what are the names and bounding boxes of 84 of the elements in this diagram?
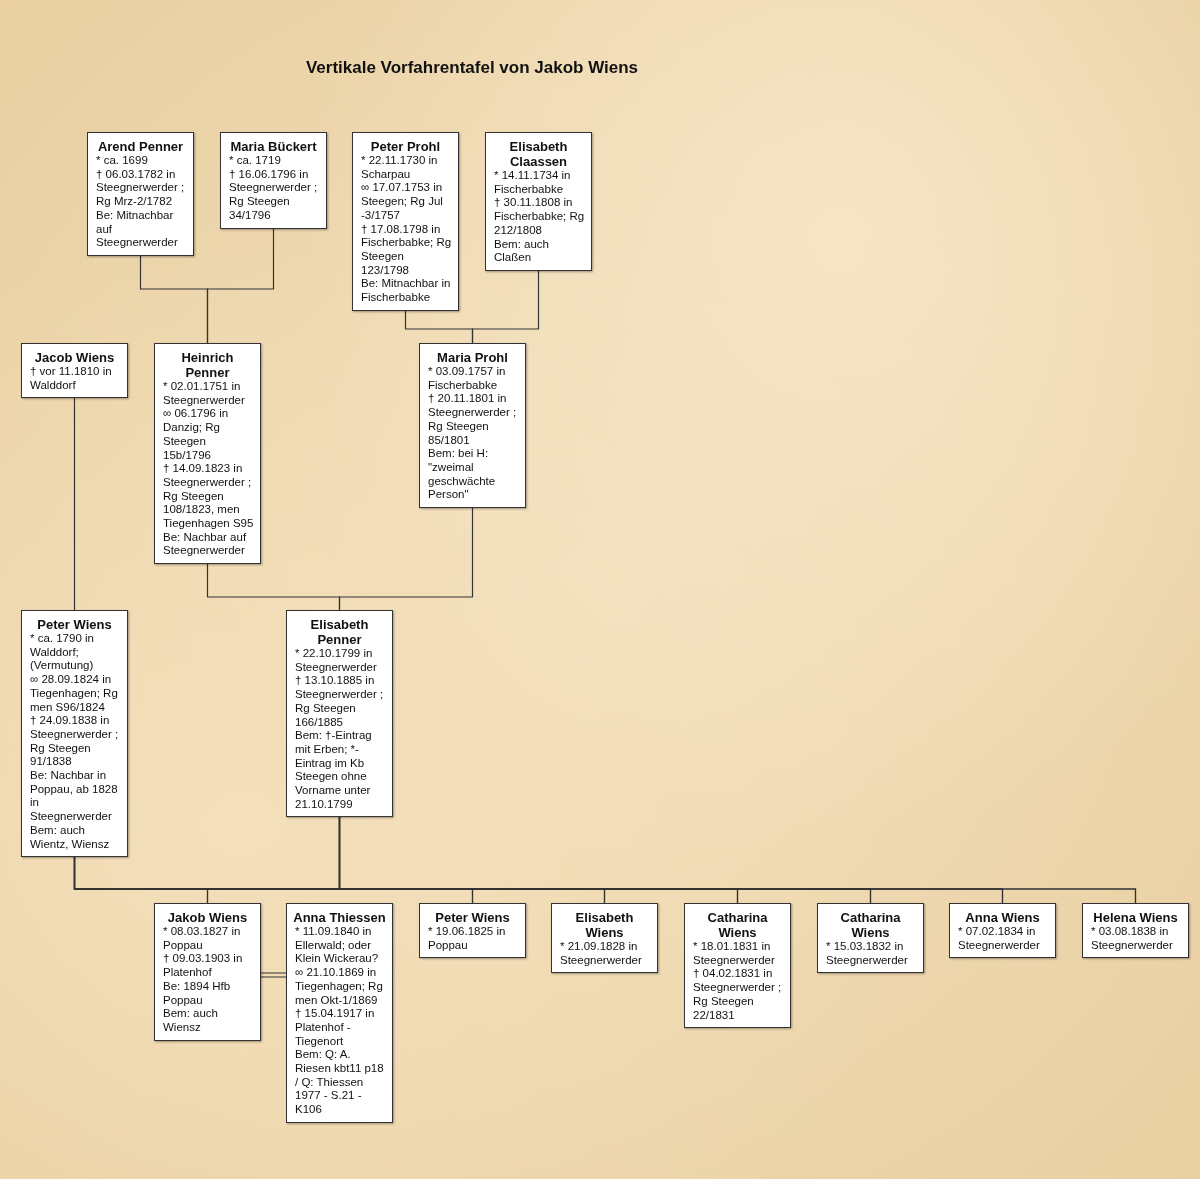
person-name: Jakob Wiens xyxy=(166,910,249,925)
person-card xyxy=(551,903,658,974)
life-event-text: † 06.03.1782 in Steegnerwerder ; Rg Mrz-2/1782 xyxy=(96,167,186,209)
person-name: Helena Wiens xyxy=(1092,910,1179,925)
life-event-text: * 03.09.1757 in Fischerbabke xyxy=(428,365,507,393)
life-event-text: * 11.09.1840 in Ellerwald; oder Klein Wickerau? xyxy=(295,925,380,967)
life-event-text: Bem: auch Wientz, Wiensz xyxy=(30,823,111,852)
person-name: Catharina Wiens xyxy=(839,910,902,940)
person-card xyxy=(419,343,526,509)
person-card xyxy=(817,903,924,974)
life-event-text: Be: Mitnachbar in Fischerbabke xyxy=(361,277,452,305)
person-card xyxy=(154,903,261,1041)
person-name: Anna Thiessen xyxy=(292,910,387,925)
life-event-text: * 22.11.1730 in Scharpau xyxy=(361,154,439,182)
marriage-line xyxy=(260,972,287,978)
life-event-text: † 09.03.1903 in Platenhof xyxy=(163,952,244,980)
person-name: Peter Wiens xyxy=(36,617,113,632)
life-event-text: ∞ 21.10.1869 in Tiegenhagen; Rg men Okt-1/1869 xyxy=(295,966,384,1008)
life-event-text: † 16.06.1796 in Steegnerwerder ; Rg Steegen 34/1796 xyxy=(229,167,319,223)
person-card xyxy=(419,903,526,959)
life-event-text: ∞ 06.1796 in Danzig; Rg Steegen 15b/1796 xyxy=(163,407,230,463)
person-name: Peter Wiens xyxy=(434,910,511,925)
life-event-text: Bem: auch Claßen xyxy=(494,237,550,265)
life-event-text: † 24.09.1838 in Steegnerwerder ; Rg Steegen 91/1838 xyxy=(30,714,120,770)
life-event-text: * 22.10.1799 in Steegnerwerder xyxy=(295,647,378,675)
descent-line xyxy=(338,507,474,611)
person-card xyxy=(87,132,194,256)
life-event-text: † 15.04.1917 in Platenhof - Tiegenort xyxy=(295,1007,376,1049)
life-event-text: † 30.11.1808 in Fischerbabke; Rg 212/1808 xyxy=(494,196,586,238)
life-event-text: Be: 1894 Hfb Poppau xyxy=(163,979,232,1008)
person-name: Maria Bückert xyxy=(229,139,318,154)
life-event-text: * 08.03.1827 in Poppau xyxy=(163,925,242,953)
life-event-text: * 18.01.1831 in Steegnerwerder xyxy=(693,940,776,968)
person-card xyxy=(352,132,459,311)
life-event-text: * 15.03.1832 in Steegnerwerder xyxy=(826,940,909,968)
life-event-text: † 14.09.1823 in Steegnerwerder ; Rg Steegen 108/1823, men Tiegenhagen S95 xyxy=(163,462,255,531)
life-event-text: † 17.08.1798 in Fischerbabke; Rg Steegen 123/1798 xyxy=(361,222,453,278)
life-event-text: Bem: auch Wiensz xyxy=(163,1007,219,1035)
person-card xyxy=(1082,903,1189,959)
life-event-text: * ca. 1719 xyxy=(229,154,282,168)
life-event-text: Be: Nachbar auf Steegnerwerder xyxy=(163,530,248,559)
person-card xyxy=(949,903,1056,959)
life-event-text: † 20.11.1801 in Steegnerwerder ; Rg Steegen 85/1801 xyxy=(428,392,518,448)
life-event-text: Bem: †-Eintrag mit Erben; *-Eintrag im Kb Steegen ohne Vorname unter 21.10.1799 xyxy=(295,729,373,812)
life-event-text: * 07.02.1834 in Steegnerwerder xyxy=(958,925,1041,953)
chart-title: Vertikale Vorfahrentafel von Jakob Wiens xyxy=(304,58,640,78)
person-card xyxy=(286,610,393,818)
person-card xyxy=(21,610,128,858)
life-event-text: † vor 11.1810 in Walddorf xyxy=(30,365,113,393)
person-card xyxy=(485,132,592,271)
life-event-text: * 03.08.1838 in Steegnerwerder xyxy=(1091,925,1174,953)
person-name: Arend Penner xyxy=(96,139,185,154)
descent-line xyxy=(471,270,540,344)
descent-line xyxy=(73,397,76,611)
life-event-text: Be: Mitnachbar auf Steegnerwerder xyxy=(96,208,179,250)
life-event-text: ∞ 28.09.1824 in Tiegenhagen; Rg men S96/1824 xyxy=(30,673,119,715)
person-card xyxy=(21,343,128,399)
life-event-text: † 13.10.1885 in Steegnerwerder ; Rg Steegen 166/1885 xyxy=(295,674,385,730)
person-name: Elisabeth Claassen xyxy=(508,139,569,169)
person-name: Elisabeth Wiens xyxy=(574,910,635,940)
person-name: Elisabeth Penner xyxy=(309,617,370,647)
descent-line xyxy=(338,816,1137,904)
life-event-text: * 21.09.1828 in Steegnerwerder xyxy=(560,940,643,968)
person-name: Heinrich Penner xyxy=(180,350,235,380)
person-name: Peter Prohl xyxy=(369,139,442,154)
life-event-text: Be: Nachbar in Poppau, ab 1828 in Steegnerwerder xyxy=(30,769,119,824)
life-event-text: * 14.11.1734 in Fischerbabke xyxy=(494,169,572,197)
life-event-text: † 04.02.1831 in Steegnerwerder ; Rg Steegen 22/1831 xyxy=(693,967,783,1023)
person-name: Jacob Wiens xyxy=(33,350,116,365)
life-event-text: Bem: Q: A. Riesen kbt11 p18 / Q: Thiessen 1977 - S.21 - K106 xyxy=(295,1048,385,1117)
life-event-text: * 19.06.1825 in Poppau xyxy=(428,925,507,953)
life-event-text: Bem: bei H: "zweimal geschwächte Person" xyxy=(428,447,497,503)
person-name: Anna Wiens xyxy=(964,910,1041,925)
person-name: Catharina Wiens xyxy=(706,910,769,940)
person-card xyxy=(154,343,261,565)
life-event-text: * 02.01.1751 in Steegnerwerder xyxy=(163,380,246,408)
life-event-text: ∞ 17.07.1753 in Steegen; Rg Jul -3/1757 xyxy=(361,181,444,223)
life-event-text: * ca. 1699 xyxy=(96,154,149,168)
person-card xyxy=(684,903,791,1029)
life-event-text: * ca. 1790 in Walddorf; (Vermutung) xyxy=(30,632,95,674)
person-name: Maria Prohl xyxy=(436,350,509,365)
person-card xyxy=(220,132,327,229)
person-card xyxy=(286,903,393,1123)
descent-line xyxy=(206,228,275,344)
